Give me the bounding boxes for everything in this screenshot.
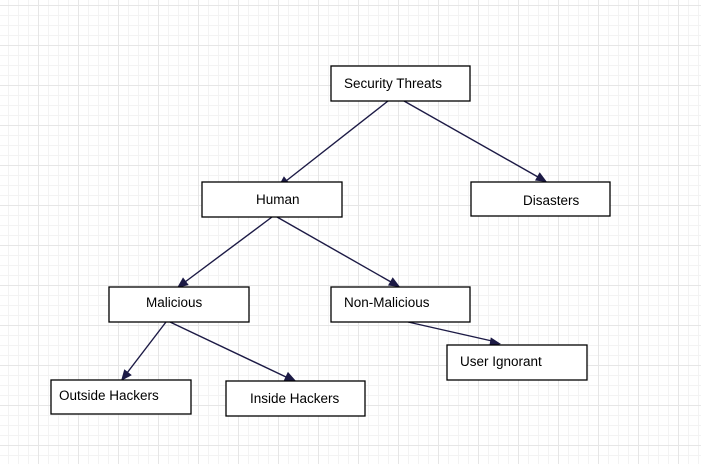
edge-non-malicious-to-user-ignorant [407,321,493,342]
node-user-ignorant: User Ignorant [446,344,588,381]
node-label-outside-hackers: Outside Hackers [59,388,159,403]
node-box [225,380,366,417]
node-box [330,286,471,323]
edge-malicious-to-outside-hackers [126,321,167,374]
node-security-threats: Security Threats [330,65,471,102]
node-box [108,286,250,323]
edge-malicious-to-inside-hackers [169,321,287,378]
node-label-security-threats: Security Threats [344,76,442,91]
node-outside-hackers: Outside Hackers [50,379,192,415]
node-label-disasters: Disasters [523,193,580,208]
node-label-non-malicious: Non-Malicious [344,295,430,310]
node-disasters: Disasters [470,181,611,217]
node-box [470,181,611,217]
node-label-user-ignorant: User Ignorant [460,354,542,369]
arrowhead-malicious [177,277,189,288]
edge-layer [121,100,547,381]
arrowhead-inside-hackers [283,371,296,381]
arrowhead-non-malicious [388,277,400,287]
edge-human-to-non-malicious [276,216,392,283]
edge-human-to-malicious [184,216,273,283]
edge-security-threats-to-disasters [403,100,539,178]
node-box [330,65,471,102]
node-label-inside-hackers: Inside Hackers [250,391,340,406]
arrowhead-disasters [535,172,547,182]
arrowhead-outside-hackers [121,369,132,381]
node-box [50,379,192,415]
node-box [201,181,343,218]
node-box [446,344,588,381]
node-inside-hackers: Inside Hackers [225,380,366,417]
node-malicious: Malicious [108,286,250,323]
node-non-malicious: Non-Malicious [330,286,471,323]
edge-security-threats-to-human [285,100,389,182]
node-label-malicious: Malicious [146,295,203,310]
node-human: Human [201,181,343,218]
node-label-human: Human [256,192,300,207]
